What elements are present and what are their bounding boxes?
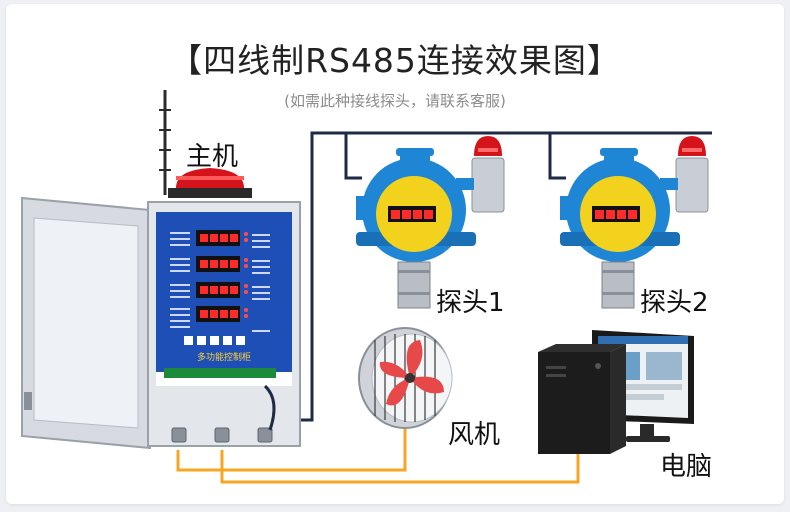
- desktop-computer-icon: [538, 330, 694, 454]
- probe-2-label: 探头2: [640, 282, 709, 319]
- fan-label: 风机: [448, 414, 500, 451]
- fan-icon: [359, 328, 452, 428]
- cabinet-name-label: 多功能控制柜: [197, 351, 251, 363]
- antenna-icon: [159, 90, 171, 195]
- computer-label: 电脑: [660, 446, 712, 483]
- host-label: 主机: [186, 136, 238, 173]
- cabinet-door: [22, 198, 150, 448]
- probe-1-label: 探头1: [436, 282, 505, 319]
